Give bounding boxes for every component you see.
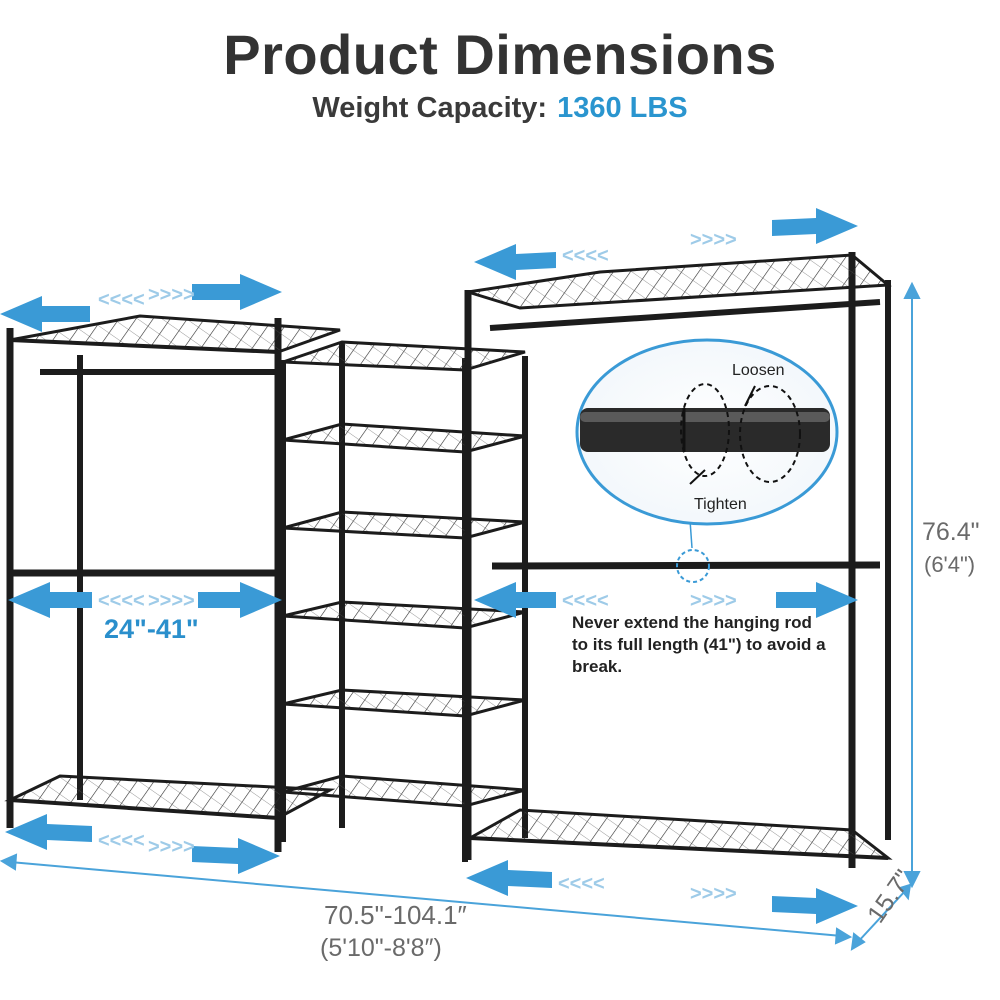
- arrow-left-middle: <<<< >>>>: [8, 582, 282, 618]
- weight-capacity-value: 1360 LBS: [557, 92, 688, 124]
- svg-text:<<<<: <<<<: [562, 590, 609, 612]
- dimension-lines: [0, 281, 921, 951]
- height-feet: (6'4"): [924, 552, 976, 577]
- svg-text:<<<<: <<<<: [558, 873, 605, 895]
- svg-text:>>>>: >>>>: [690, 229, 737, 251]
- svg-text:<<<<: <<<<: [98, 830, 145, 852]
- tighten-label: Tighten: [694, 496, 747, 513]
- rod-length-range: 24"-41": [104, 614, 199, 644]
- arrow-right-top: <<<< >>>>: [474, 208, 858, 280]
- rod-warning-note: Never extend the hanging rod to its full…: [572, 613, 826, 676]
- rod-adjust-inset: [575, 338, 839, 583]
- arrow-right-middle: <<<< >>>>: [474, 582, 858, 618]
- svg-text:>>>>: >>>>: [148, 284, 195, 306]
- page-title: Product Dimensions: [223, 23, 777, 86]
- width-feet: (5'10"-8'8″): [320, 934, 442, 962]
- arrow-right-bottom: <<<< >>>>: [466, 860, 858, 924]
- weight-capacity-label: Weight Capacity:: [312, 92, 548, 124]
- width-inches: 70.5"-104.1″: [324, 900, 467, 930]
- arrow-left-bottom: <<<< >>>>: [5, 814, 280, 874]
- svg-text:>>>>: >>>>: [148, 590, 195, 612]
- arrow-left-top: <<<< >>>>: [0, 274, 282, 332]
- left-rack-unit: [4, 314, 341, 852]
- svg-text:>>>>: >>>>: [690, 590, 737, 612]
- svg-text:>>>>: >>>>: [690, 883, 737, 905]
- width-arrows: <<<< >>>> <<<< >>>> <<<< >>>> <<<<: [0, 208, 858, 924]
- svg-text:<<<<: <<<<: [562, 245, 609, 267]
- loosen-label: Loosen: [732, 362, 785, 379]
- svg-text:<<<<: <<<<: [98, 289, 145, 311]
- svg-text:>>>>: >>>>: [148, 836, 195, 858]
- height-inches: 76.4": [922, 518, 980, 546]
- svg-text:<<<<: <<<<: [98, 590, 145, 612]
- weight-capacity: Weight Capacity: 1360 LBS: [0, 92, 1000, 125]
- right-rack-unit: [464, 252, 893, 868]
